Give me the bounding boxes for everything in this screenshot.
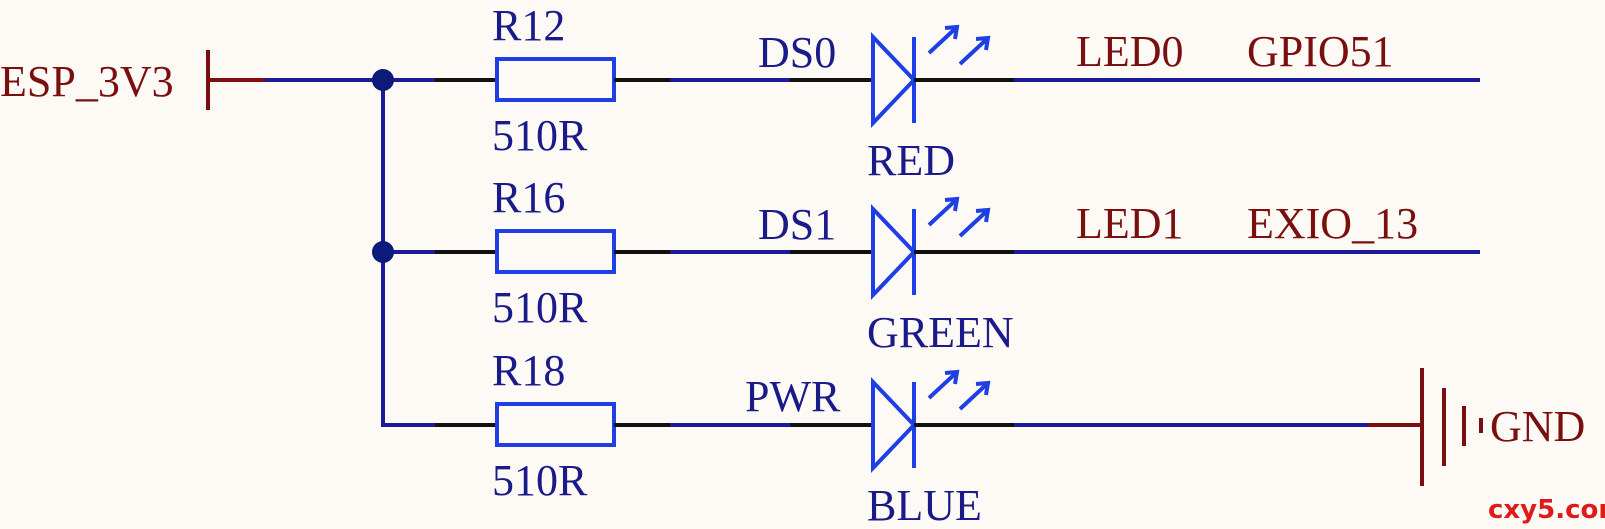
led-symbol bbox=[871, 24, 991, 128]
resistor-designator: R16 bbox=[492, 173, 565, 222]
led-symbol bbox=[871, 196, 991, 300]
led-designator: DS0 bbox=[758, 28, 836, 77]
junction-dot bbox=[372, 69, 394, 91]
resistor-body bbox=[495, 229, 616, 274]
supply-bus-wire bbox=[265, 78, 435, 427]
resistor-value: 510R bbox=[492, 283, 588, 332]
power-port-label: ESP_3V3 bbox=[0, 57, 174, 106]
resistor-value: 510R bbox=[492, 456, 588, 505]
led-color-label: BLUE bbox=[867, 481, 982, 529]
ground-symbol bbox=[1368, 368, 1483, 486]
net-target: EXIO_13 bbox=[1247, 199, 1418, 248]
watermark-text: cxy5.com bbox=[1488, 495, 1605, 525]
led-designator: DS1 bbox=[758, 200, 836, 249]
resistor-body bbox=[495, 402, 616, 447]
junction-dot bbox=[372, 241, 394, 263]
resistor-value: 510R bbox=[492, 111, 588, 160]
net-label: LED1 bbox=[1076, 199, 1184, 248]
resistor-designator: R12 bbox=[492, 1, 565, 50]
led-row-3: R18 510R PWR BLUE bbox=[435, 346, 1368, 529]
net-label: LED0 bbox=[1076, 27, 1184, 76]
resistor-designator: R18 bbox=[492, 346, 565, 395]
led-color-label: GREEN bbox=[867, 308, 1014, 357]
led-symbol bbox=[871, 369, 991, 473]
led-row-1: R12 510R DS0 RED LED0 GPIO51 bbox=[435, 1, 1480, 185]
led-color-label: RED bbox=[867, 136, 955, 185]
ground-port-label: GND bbox=[1490, 402, 1585, 451]
net-target: GPIO51 bbox=[1247, 27, 1394, 76]
led-designator: PWR bbox=[745, 372, 841, 421]
resistor-body bbox=[495, 57, 616, 102]
led-row-2: R16 510R DS1 GREEN LED1 EXIO_13 bbox=[435, 173, 1480, 357]
